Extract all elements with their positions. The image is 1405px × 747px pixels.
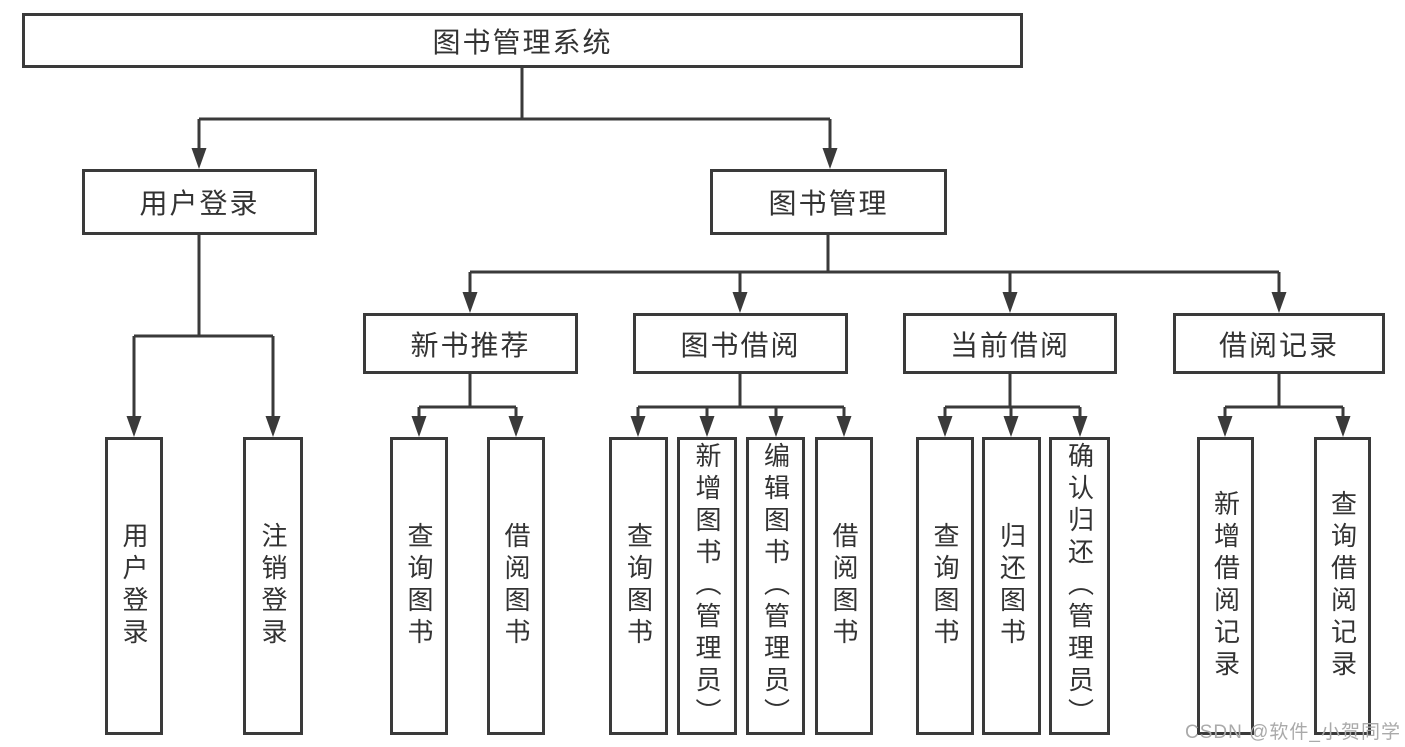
leaf-query-borrow-record-label: 查询借阅记录: [1327, 490, 1358, 682]
leaf-borrow-books-recommend: 借阅图书: [487, 437, 545, 735]
leaf-logout-label: 注销登录: [258, 522, 288, 650]
node-book-management-branch: 图书管理: [710, 169, 947, 235]
leaf-user-login: 用户登录: [105, 437, 163, 735]
leaf-add-borrow-record-label: 新增借阅记录: [1210, 490, 1241, 682]
node-root-label: 图书管理系统: [432, 26, 613, 58]
node-root-library-system: 图书管理系统: [22, 13, 1023, 68]
node-new-book-recommendation: 新书推荐: [363, 313, 578, 374]
leaf-return-books-label: 归还图书: [996, 522, 1027, 650]
node-current-borrowing: 当前借阅: [903, 313, 1117, 374]
node-borrowing-records: 借阅记录: [1173, 313, 1385, 374]
node-book-management-branch-label: 图书管理: [768, 188, 889, 219]
node-book-borrowing-label: 图书借阅: [680, 329, 801, 361]
node-user-login-branch: 用户登录: [82, 169, 317, 235]
leaf-add-borrow-record: 新增借阅记录: [1197, 437, 1254, 735]
node-user-login-branch-label: 用户登录: [139, 188, 260, 219]
leaf-query-books-current: 查询图书: [916, 437, 974, 735]
leaf-edit-books-admin-label: 编辑图书（管理员）: [760, 442, 791, 730]
leaf-edit-books-admin: 编辑图书（管理员）: [746, 437, 805, 735]
leaf-query-books-borrowing: 查询图书: [609, 437, 668, 735]
leaf-user-login-label: 用户登录: [119, 522, 149, 650]
leaf-query-books-recommend-label: 查询图书: [404, 522, 434, 650]
node-book-borrowing: 图书借阅: [633, 313, 848, 374]
leaf-logout: 注销登录: [243, 437, 303, 735]
leaf-query-books-borrowing-label: 查询图书: [623, 522, 654, 650]
leaf-confirm-return-admin-label: 确认归还（管理员）: [1064, 442, 1095, 730]
leaf-query-borrow-record: 查询借阅记录: [1314, 437, 1371, 735]
leaf-borrow-books-recommend-label: 借阅图书: [501, 522, 531, 650]
leaf-add-books-admin-label: 新增图书（管理员）: [692, 442, 722, 730]
leaf-query-books-current-label: 查询图书: [930, 522, 960, 650]
node-current-borrowing-label: 当前借阅: [949, 329, 1070, 361]
leaf-confirm-return-admin: 确认归还（管理员）: [1049, 437, 1110, 735]
leaf-borrow-books-label: 借阅图书: [829, 522, 859, 650]
csdn-watermark: CSDN @软件_小贺同学: [1185, 722, 1401, 743]
node-borrowing-records-label: 借阅记录: [1218, 329, 1339, 361]
leaf-add-books-admin: 新增图书（管理员）: [677, 437, 737, 735]
leaf-borrow-books: 借阅图书: [815, 437, 873, 735]
node-new-book-recommendation-label: 新书推荐: [410, 329, 531, 361]
leaf-return-books: 归还图书: [982, 437, 1041, 735]
leaf-query-books-recommend: 查询图书: [390, 437, 448, 735]
